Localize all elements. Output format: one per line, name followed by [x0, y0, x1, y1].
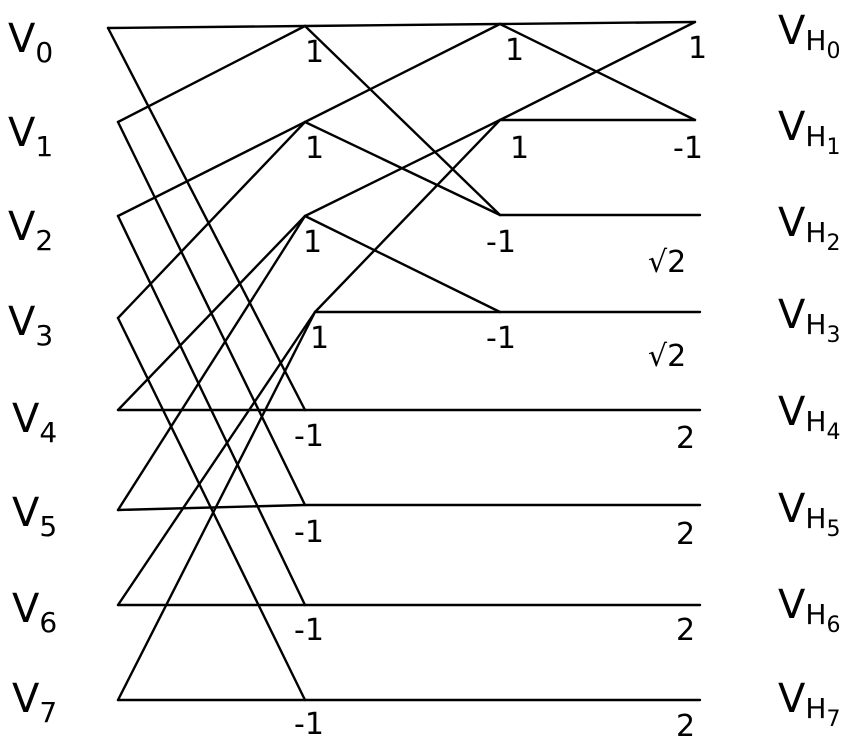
- coefficient-label: 1: [505, 33, 524, 68]
- input-label: V7: [12, 676, 57, 729]
- wire: [303, 118, 502, 218]
- coefficient-label: -1: [486, 321, 516, 356]
- coefficient-label: 1: [310, 321, 329, 356]
- input-label: V0: [8, 16, 53, 69]
- coefficient-label: 2: [676, 421, 695, 456]
- wire: [303, 24, 502, 217]
- coefficient-label: 2: [676, 613, 695, 648]
- input-label: V2: [8, 204, 53, 257]
- output-label: VH6: [778, 582, 840, 638]
- coefficient-label: -1: [294, 419, 324, 454]
- input-label: V1: [8, 110, 53, 163]
- coefficient-label: √2: [648, 245, 686, 280]
- stage3-coefficients: 1 -1 √2 √2 2 2 2 2: [648, 31, 707, 744]
- coefficient-label: 1: [510, 131, 529, 166]
- coefficient-label: -1: [486, 225, 516, 260]
- coefficient-label: -1: [294, 515, 324, 550]
- wire: [116, 120, 307, 218]
- input-label: V4: [12, 396, 57, 449]
- wire: [116, 310, 317, 607]
- output-label: VH0: [778, 8, 840, 64]
- coefficient-label: -1: [294, 613, 324, 648]
- wire: [106, 24, 307, 30]
- wire: [116, 214, 307, 412]
- coefficient-label: 2: [676, 517, 695, 552]
- wire: [303, 22, 502, 28]
- output-labels: VH0 VH1 VH2 VH3 VH4 VH5 VH6 VH7: [778, 8, 840, 732]
- wire: [116, 214, 307, 512]
- wire: [116, 503, 307, 512]
- output-label: VH2: [778, 200, 840, 256]
- coefficient-label: 2: [676, 709, 695, 744]
- coefficient-label: -1: [294, 707, 324, 742]
- input-label: V5: [12, 490, 57, 543]
- output-label: VH4: [778, 389, 840, 445]
- wire: [116, 316, 307, 702]
- wire: [313, 118, 502, 314]
- input-labels: V0 V1 V2 V3 V4 V5 V6 V7: [8, 16, 57, 729]
- output-label: VH1: [778, 104, 840, 160]
- coefficient-label: 1: [305, 35, 324, 70]
- wires: [106, 20, 702, 702]
- coefficient-label: -1: [673, 131, 703, 166]
- wire: [116, 24, 307, 124]
- wire: [498, 20, 697, 122]
- wire: [106, 26, 307, 412]
- wire: [498, 20, 697, 26]
- wire: [303, 22, 502, 124]
- output-label: VH3: [778, 292, 840, 348]
- coefficient-label: 1: [688, 31, 707, 66]
- coefficient-label: 1: [305, 131, 324, 166]
- coefficient-label: √2: [648, 339, 686, 374]
- wire: [116, 310, 317, 702]
- coefficient-label: 1: [303, 225, 322, 260]
- stage2-coefficients: 1 1 -1 -1: [486, 33, 529, 356]
- wire: [303, 214, 502, 314]
- stage1-coefficients: 1 1 1 1 -1 -1 -1 -1: [294, 35, 329, 742]
- wire: [116, 120, 307, 320]
- input-label: V6: [12, 586, 57, 639]
- output-label: VH7: [778, 676, 840, 732]
- input-label: V3: [8, 299, 53, 352]
- output-label: VH5: [778, 486, 840, 542]
